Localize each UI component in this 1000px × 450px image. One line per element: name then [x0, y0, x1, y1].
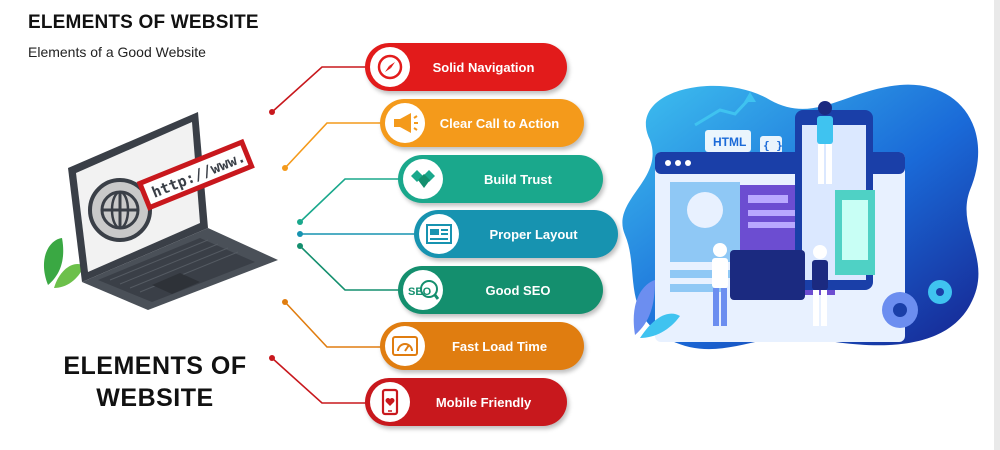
layout-icon	[419, 214, 459, 254]
element-label: Clear Call to Action	[439, 115, 560, 131]
element-label: Good SEO	[485, 282, 551, 298]
page-edge	[994, 0, 1000, 450]
connector-3	[299, 178, 402, 223]
code-tag: { }	[763, 139, 783, 152]
svg-text:SEO: SEO	[408, 286, 432, 298]
center-title-line2: WEBSITE	[96, 384, 214, 412]
seo-icon: SEO	[403, 270, 443, 310]
person-icon	[817, 101, 833, 184]
person-icon	[712, 243, 728, 326]
element-mobile-friendly: Mobile Friendly	[365, 378, 567, 426]
element-fast-load-time: Fast Load Time	[380, 322, 584, 370]
leaf-icon	[43, 238, 64, 285]
connector-6	[284, 301, 385, 348]
element-build-trust: Build Trust	[398, 155, 603, 203]
element-good-seo: SEO Good SEO	[398, 266, 603, 314]
gear-icon	[882, 280, 952, 328]
handshake-icon	[403, 159, 443, 199]
connector-2	[284, 122, 385, 169]
element-proper-layout: Proper Layout	[414, 210, 618, 258]
page-title: ELEMENTS OF WEBSITE	[28, 12, 259, 33]
megaphone-icon	[385, 103, 425, 143]
speedometer-icon	[385, 326, 425, 366]
element-label: Solid Navigation	[432, 59, 535, 75]
element-clear-call-to-action: Clear Call to Action	[380, 99, 584, 147]
element-label: Proper Layout	[489, 226, 578, 242]
html-tag: HTML	[713, 135, 746, 149]
mobile-heart-icon	[370, 382, 410, 422]
element-solid-navigation: Solid Navigation	[365, 43, 567, 91]
compass-icon	[370, 47, 410, 87]
person-icon	[812, 245, 828, 326]
center-title-line1: ELEMENTS OF	[63, 352, 247, 380]
web-development-illustration: HTML { }	[622, 84, 979, 350]
connector-7	[271, 357, 370, 404]
page-subtitle: Elements of a Good Website	[28, 44, 206, 60]
connector-1	[271, 66, 370, 113]
element-label: Build Trust	[484, 171, 552, 187]
center-title: ELEMENTS OF WEBSITE	[55, 350, 255, 414]
element-label: Mobile Friendly	[435, 394, 532, 410]
connector-5	[299, 245, 402, 291]
element-label: Fast Load Time	[451, 338, 548, 354]
laptop-illustration: http://www.	[43, 112, 278, 310]
